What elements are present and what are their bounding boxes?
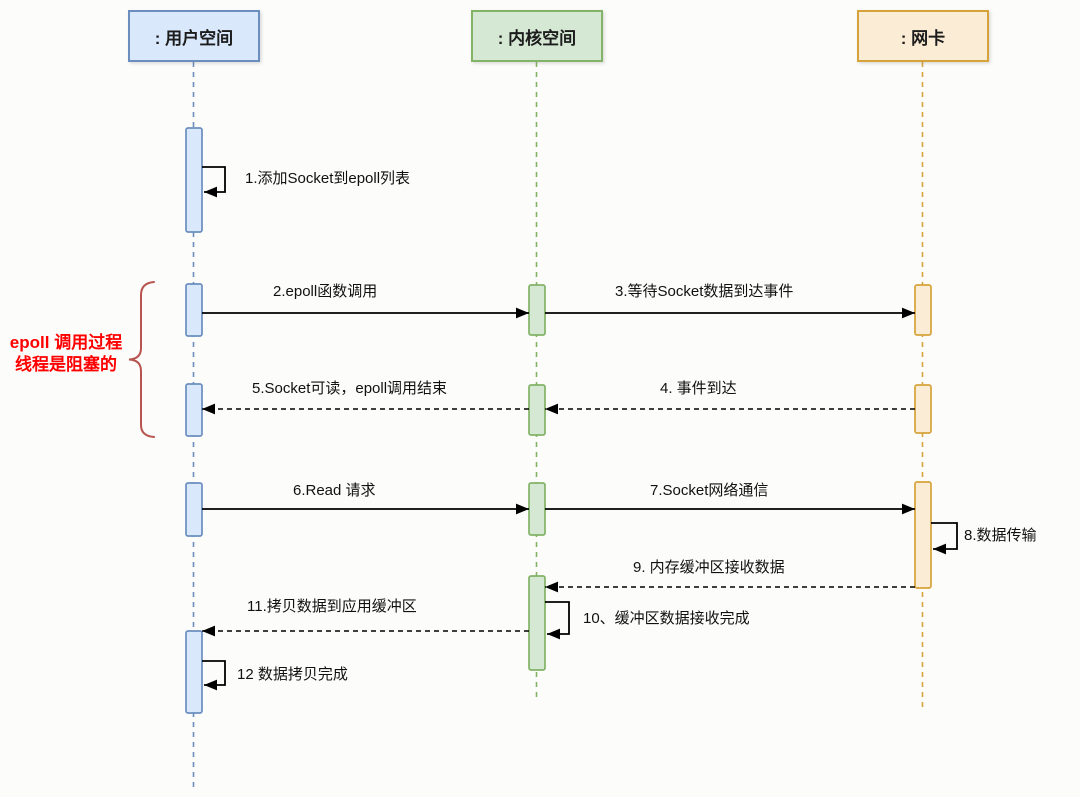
- message-10-label: 10、缓冲区数据接收完成: [583, 610, 750, 627]
- message-5-label: 5.Socket可读，epoll调用结束: [252, 380, 448, 397]
- message-1-arrow: [202, 166, 226, 198]
- message-2-label: 2.epoll函数调用: [273, 283, 378, 300]
- actor-kernel-space-label: : 内核空间: [497, 28, 577, 48]
- message-11-label: 11.拷贝数据到应用缓冲区: [247, 598, 417, 615]
- kernel-activation-2: [528, 384, 546, 436]
- message-9-label: 9. 内存缓冲区接收数据: [633, 559, 785, 576]
- message-8-arrow: [931, 522, 958, 555]
- message-4-label: 4. 事件到达: [660, 380, 737, 397]
- message-12-label: 12 数据拷贝完成: [237, 666, 348, 683]
- message-6-label: 6.Read 请求: [293, 482, 376, 499]
- message-3-label: 3.等待Socket数据到达事件: [615, 283, 794, 300]
- actor-nic-label: : 网卡: [900, 28, 946, 48]
- message-1-label: 1.添加Socket到epoll列表: [245, 170, 411, 187]
- actor-nic: : 网卡: [857, 10, 989, 62]
- user-activation-1: [185, 127, 203, 233]
- message-10-arrow: [545, 601, 570, 640]
- user-activation-5: [185, 630, 203, 714]
- nic-activation-3: [914, 481, 932, 589]
- kernel-activation-4: [528, 575, 546, 671]
- actor-user-space-label: : 用户空间: [154, 28, 234, 48]
- blocking-note-line1: epoll 调用过程: [9, 333, 123, 352]
- nic-activation-1: [914, 284, 932, 336]
- message-12-arrow: [202, 660, 226, 691]
- kernel-activation-1: [528, 284, 546, 336]
- user-activation-4: [185, 482, 203, 537]
- user-activation-3: [185, 383, 203, 437]
- blocking-note: epoll 调用过程 线程是阻塞的: [4, 332, 128, 376]
- kernel-activation-3: [528, 482, 546, 536]
- actor-user-space: : 用户空间: [128, 10, 260, 62]
- user-activation-2: [185, 283, 203, 337]
- nic-activation-2: [914, 384, 932, 434]
- message-8-label: 8.数据传输: [964, 527, 1037, 544]
- actor-kernel-space: : 内核空间: [471, 10, 603, 62]
- message-7-label: 7.Socket网络通信: [650, 482, 769, 499]
- blocking-note-line2: 线程是阻塞的: [15, 355, 117, 374]
- blocking-range-brace-icon: [128, 281, 155, 438]
